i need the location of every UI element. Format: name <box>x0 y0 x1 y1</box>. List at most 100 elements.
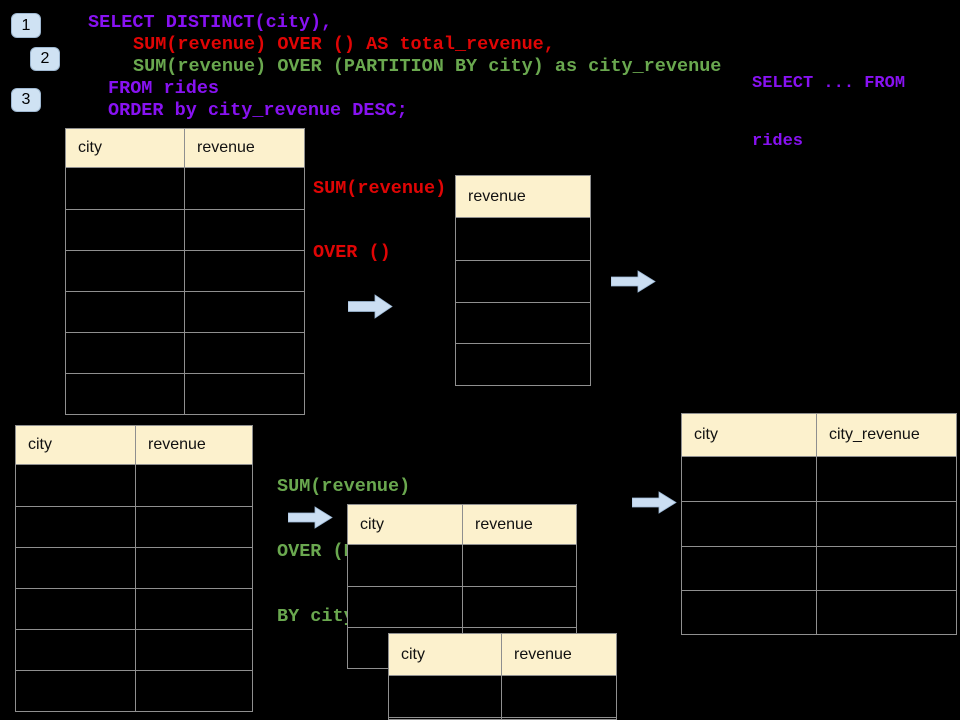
table-header-cell: revenue <box>468 187 526 205</box>
annotation-line: OVER () <box>313 242 391 263</box>
table-cell <box>136 589 252 629</box>
table-header-cell: revenue <box>197 139 255 156</box>
table-row <box>16 670 252 711</box>
table-row <box>16 506 252 547</box>
table-row <box>456 343 590 385</box>
table-row <box>456 218 590 260</box>
annotation-line: SUM(revenue) <box>277 476 411 497</box>
table-row <box>66 332 304 373</box>
table-cell <box>502 718 616 719</box>
arrow-right-icon <box>348 294 393 319</box>
table-cell <box>456 261 590 302</box>
table-cell <box>456 344 590 385</box>
table-row <box>348 545 576 586</box>
table-cell <box>502 676 616 717</box>
table-row <box>16 547 252 588</box>
table-cell <box>348 545 463 586</box>
table-header: city city_revenue <box>682 414 956 457</box>
step-badge-2: 2 <box>30 47 60 71</box>
table-header-cell: city <box>66 129 185 167</box>
table-row <box>456 301 590 344</box>
table-cell <box>66 292 185 332</box>
table-cell <box>66 333 185 373</box>
table-partition-overlay: city revenue <box>388 633 617 720</box>
table-cell <box>16 465 136 506</box>
table-cell <box>16 630 136 670</box>
table-header-cell: city <box>682 414 817 456</box>
table-header-cell: city_revenue <box>829 426 920 443</box>
table-cell <box>817 547 956 590</box>
table-cell <box>817 457 956 501</box>
table-row <box>66 291 304 332</box>
code-line: ORDER by city_revenue DESC; <box>108 100 408 121</box>
table-cell <box>136 507 252 547</box>
table-cell <box>389 718 502 719</box>
table-row <box>682 501 956 546</box>
table-row <box>66 250 304 291</box>
table-body <box>682 457 956 634</box>
table-cell <box>185 292 304 332</box>
table-body <box>389 676 616 719</box>
table-row <box>66 168 304 209</box>
table-row <box>682 589 956 634</box>
table-header: city revenue <box>348 505 576 545</box>
table-cell <box>463 587 576 627</box>
side-note-line: SELECT ... FROM <box>752 74 906 93</box>
code-line: SELECT DISTINCT(city), <box>88 12 333 33</box>
table-cell <box>817 502 956 545</box>
table-body <box>16 465 252 711</box>
table-row <box>389 676 616 717</box>
table-row <box>16 588 252 629</box>
table-body <box>66 168 304 414</box>
table-total-revenue-result: revenue <box>455 175 591 386</box>
table-cell <box>817 591 956 634</box>
table-cell <box>66 251 185 291</box>
annotation-total-revenue: SUM(revenue) OVER () <box>313 136 446 306</box>
table-cell <box>66 168 185 209</box>
annotation-line: SUM(revenue) <box>313 178 447 199</box>
table-rides-input: city revenue <box>65 128 305 415</box>
table-cell <box>16 671 136 711</box>
table-body <box>456 218 590 385</box>
table-cell <box>348 587 463 627</box>
side-note: SELECT ... FROM rides <box>752 36 905 190</box>
table-cell <box>136 630 252 670</box>
table-cell <box>682 457 817 502</box>
table-header-cell: city <box>348 505 463 544</box>
step-badge-1: 1 <box>11 13 41 38</box>
table-row <box>16 629 252 670</box>
table-cell <box>66 374 185 414</box>
table-cell <box>185 168 304 209</box>
table-row <box>348 586 576 627</box>
table-cell <box>16 589 136 629</box>
table-header-cell: revenue <box>475 515 533 533</box>
table-cell <box>136 671 252 711</box>
table-header-cell: revenue <box>514 645 572 663</box>
table-cell <box>389 676 502 717</box>
table-header-cell: city <box>16 426 136 464</box>
table-cell <box>682 502 817 546</box>
table-cell <box>682 590 817 634</box>
table-row <box>389 717 616 719</box>
table-city-revenue-result: city city_revenue <box>681 413 957 635</box>
table-cell <box>185 333 304 373</box>
code-line: SUM(revenue) OVER (PARTITION BY city) as… <box>133 56 722 77</box>
step-badge-3: 3 <box>11 88 41 112</box>
table-header: city revenue <box>389 634 616 676</box>
arrow-right-icon <box>611 270 656 293</box>
table-cell <box>16 507 136 547</box>
table-header: city revenue <box>16 426 252 465</box>
table-row <box>682 545 956 590</box>
table-cell <box>456 303 590 344</box>
arrow-right-icon <box>288 506 333 529</box>
table-rides-partition-input: city revenue <box>15 425 253 712</box>
table-row <box>682 457 956 502</box>
table-cell <box>185 374 304 414</box>
table-header-cell: revenue <box>148 436 206 453</box>
table-header-cell: city <box>389 634 502 675</box>
table-header: revenue <box>456 176 590 218</box>
table-row <box>66 373 304 414</box>
table-cell <box>136 548 252 588</box>
table-cell <box>185 251 304 291</box>
table-cell <box>136 465 252 506</box>
